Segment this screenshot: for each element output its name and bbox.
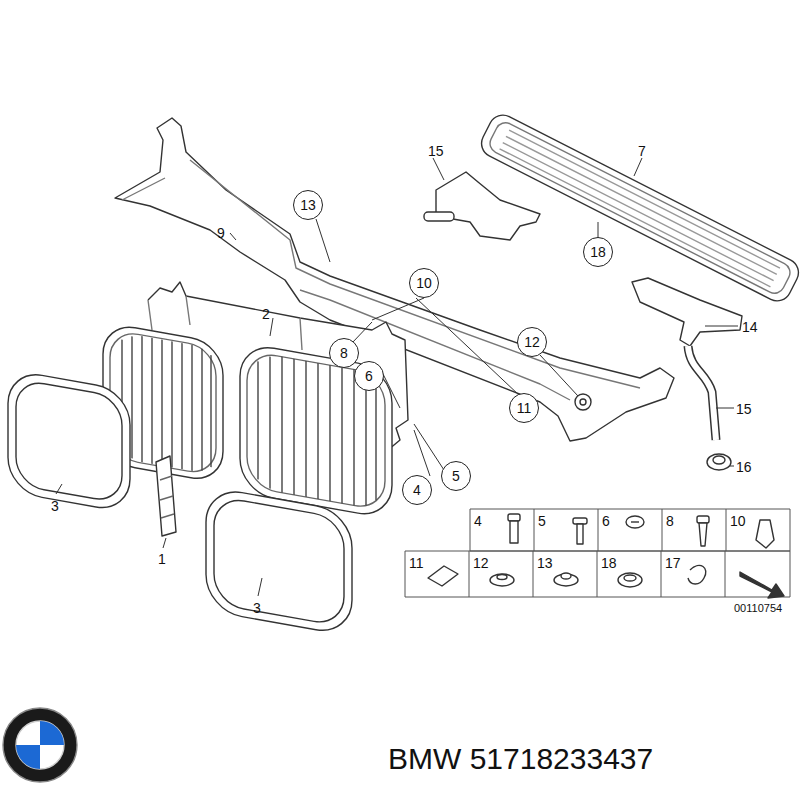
callout-number: 1 <box>158 551 166 567</box>
label-holder: 14 <box>742 318 758 336</box>
label-holder: 9 <box>217 224 225 242</box>
table-cell: 18 <box>601 555 617 571</box>
table-cell: 11 <box>409 555 424 571</box>
table-cell: 12 <box>473 555 489 571</box>
callout-number: 14 <box>742 319 758 335</box>
callout-circle: 10 <box>409 268 439 298</box>
callout-number: 15 <box>736 401 752 417</box>
label-holder: 12 <box>473 554 489 572</box>
label-holder: 2 <box>262 305 270 323</box>
label-holder: 17 <box>665 554 681 572</box>
part-number: BMW 51718233437 <box>388 742 653 775</box>
callout-number: 7 <box>638 143 646 159</box>
table-cell: 4 <box>474 513 482 529</box>
label-holder: 10 <box>730 512 746 530</box>
label-holder: 5 <box>538 512 546 530</box>
callout-number: 2 <box>262 306 270 322</box>
callout-circle: 13 <box>293 190 323 220</box>
callout-number: 16 <box>736 459 752 475</box>
callout-circle: 6 <box>354 361 384 391</box>
label-holder: 16 <box>736 458 752 476</box>
label-holder: 7 <box>638 142 646 160</box>
callout-number: 12 <box>524 334 540 350</box>
table-cell: 8 <box>666 513 674 529</box>
label-holder: 00110754 <box>734 598 782 616</box>
callout-circle: 11 <box>509 393 539 423</box>
label-holder: 8 <box>666 512 674 530</box>
label-holder: 11 <box>409 554 424 572</box>
label-holder: 1 <box>158 550 166 568</box>
label-holder: 3 <box>51 497 59 515</box>
label-holder: 13 <box>537 554 553 572</box>
label-holder: 4 <box>474 512 482 530</box>
callout-circle: 12 <box>517 327 547 357</box>
callout-number: 4 <box>413 482 421 498</box>
callout-number: 5 <box>452 468 460 484</box>
callout-number: 9 <box>217 225 225 241</box>
table-cell: 10 <box>730 513 746 529</box>
label-holder: 15 <box>736 400 752 418</box>
table-cell: 17 <box>665 555 681 571</box>
callout-number: 3 <box>51 498 59 514</box>
table-cell: 13 <box>537 555 553 571</box>
label-holder: 18 <box>601 554 617 572</box>
callout-number: 3 <box>253 600 261 616</box>
diagram-number: 00110754 <box>734 602 782 614</box>
callout-circle: 18 <box>583 237 613 267</box>
callout-number: 6 <box>365 368 373 384</box>
label-holder: 15 <box>428 142 444 160</box>
table-cell: 6 <box>602 513 610 529</box>
callout-number: 10 <box>416 275 432 291</box>
callout-number: 13 <box>300 197 316 213</box>
table-cell: 5 <box>538 513 546 529</box>
callout-number: 15 <box>428 143 444 159</box>
callout-circle: 4 <box>402 475 432 505</box>
label-holder: 3 <box>253 599 261 617</box>
callout-number: 8 <box>340 345 348 361</box>
label-holder: BMW 51718233437 <box>388 742 653 776</box>
callout-number: 11 <box>517 400 532 416</box>
callout-circle: 8 <box>329 338 359 368</box>
callout-circle: 5 <box>441 461 471 491</box>
callout-number: 18 <box>590 244 606 260</box>
label-holder: 6 <box>602 512 610 530</box>
